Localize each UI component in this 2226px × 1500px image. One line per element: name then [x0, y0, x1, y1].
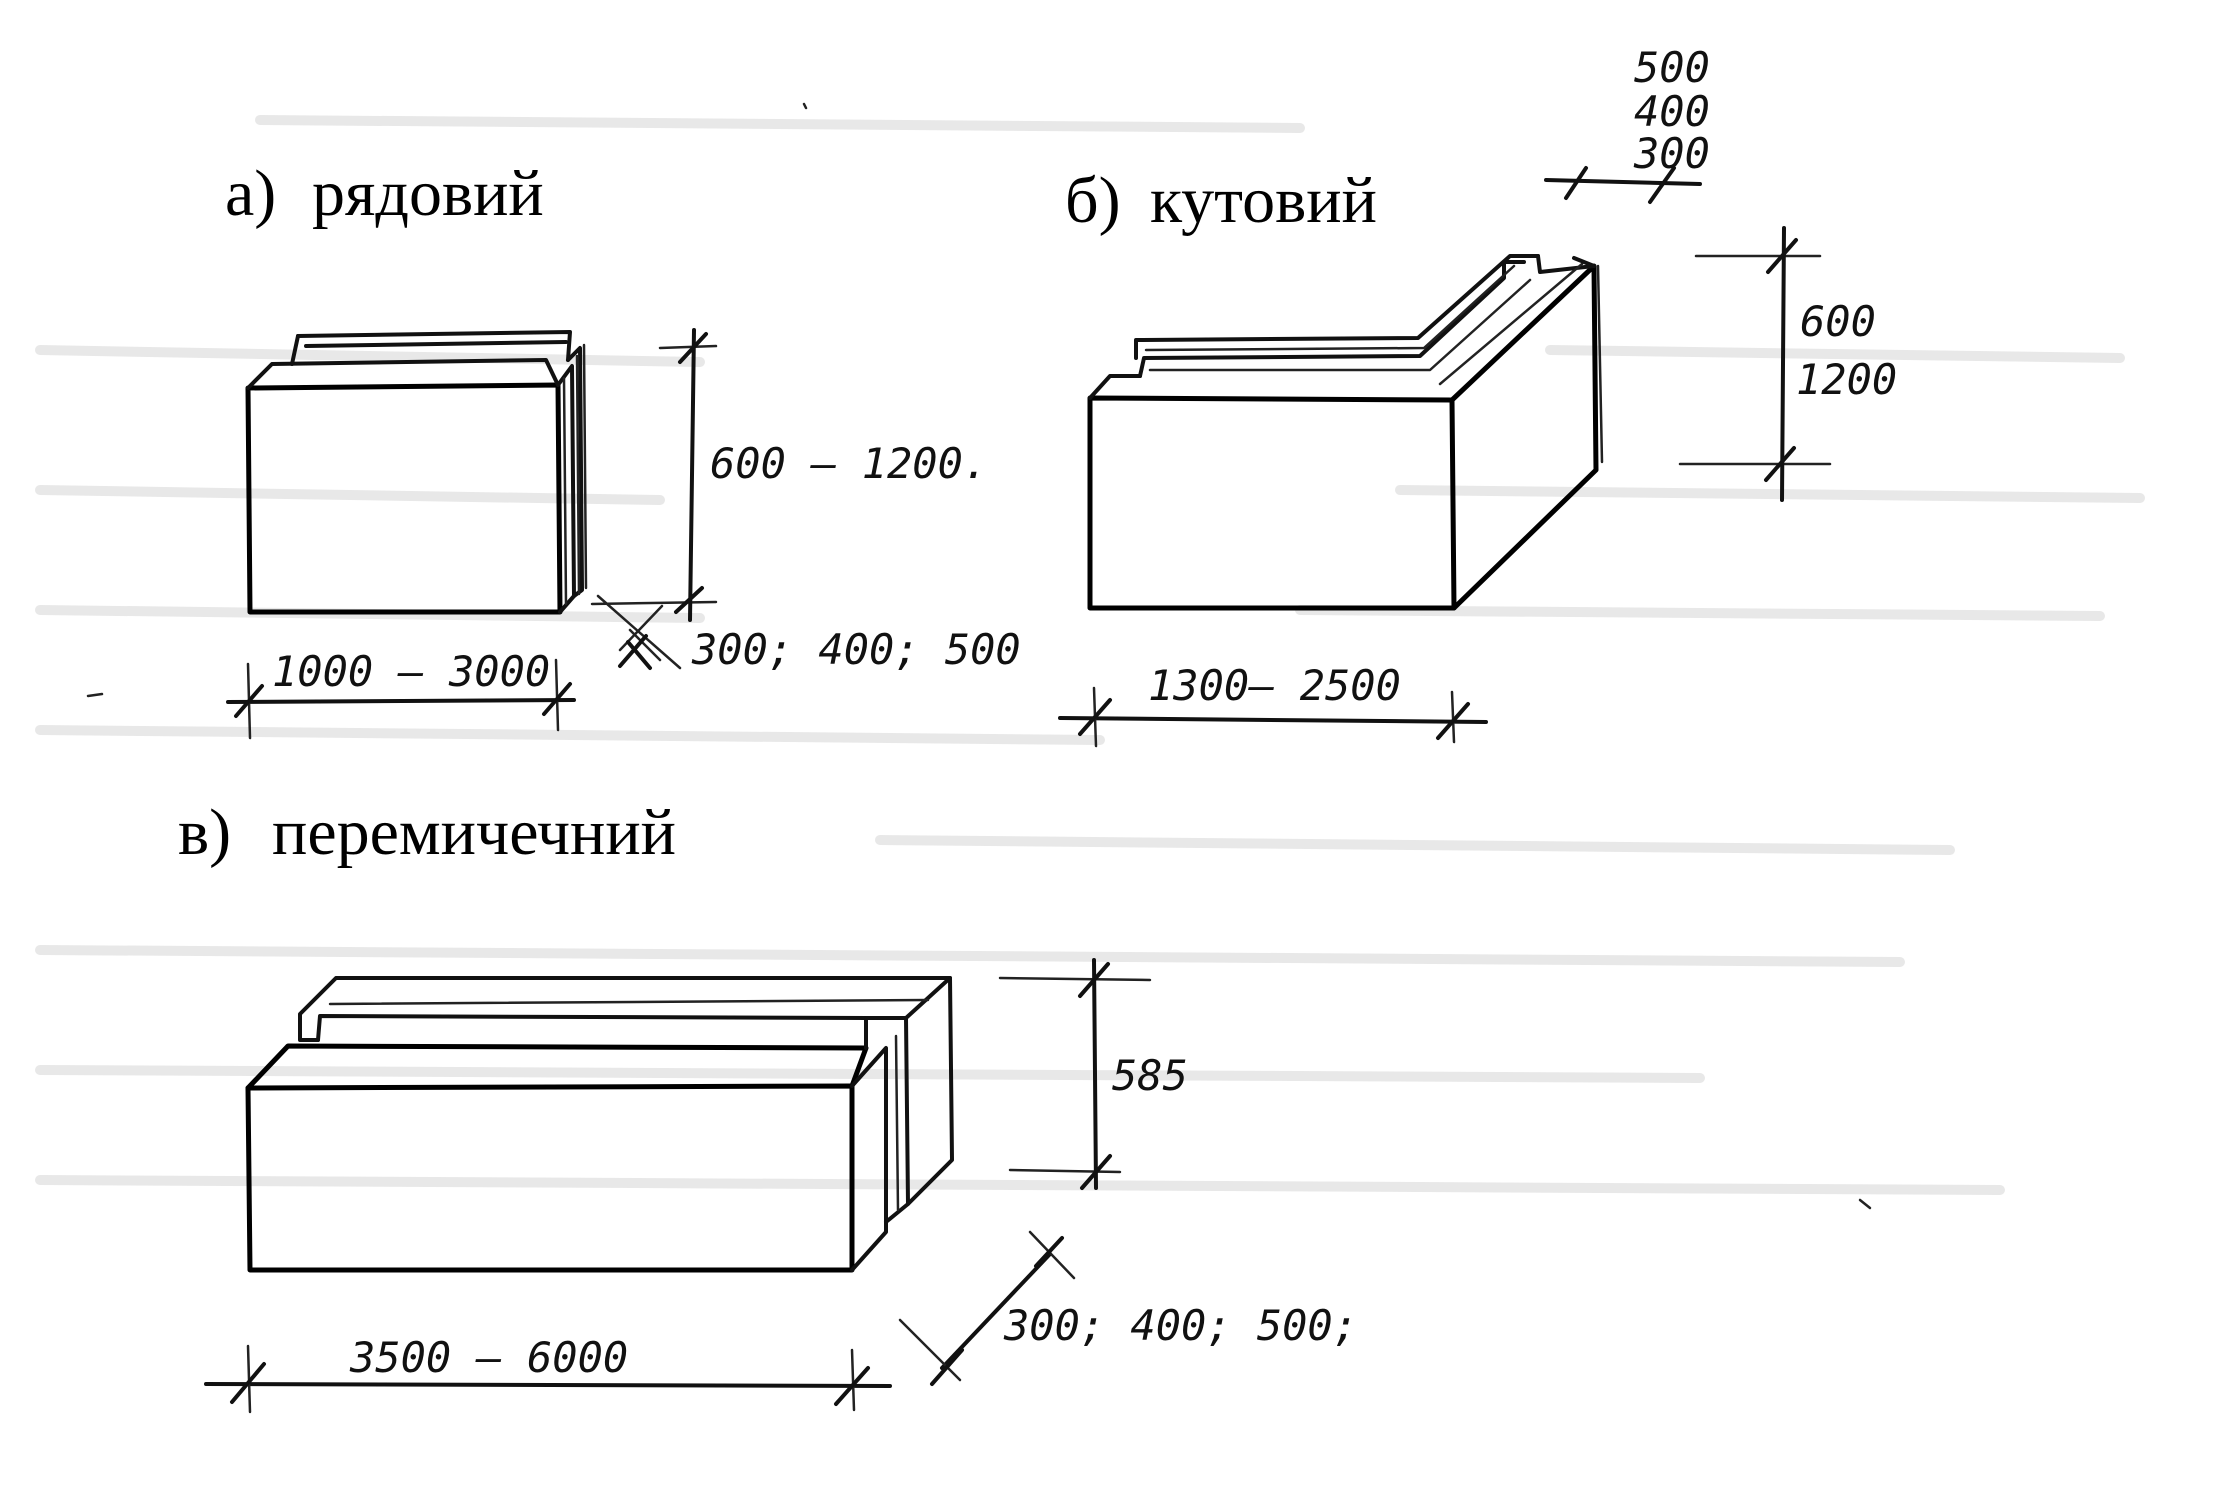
block-b-name: кутовий	[1150, 164, 1377, 237]
block-c-letter: в)	[178, 796, 231, 869]
block-a-name: рядовий	[312, 157, 544, 230]
block-c-height-dimension: 585	[998, 958, 1188, 1190]
block-a-ordinary: а) рядовий 600 – 1200.	[225, 157, 1021, 740]
block-b-width-label-2: 400	[1634, 87, 1710, 136]
block-b-letter: б)	[1065, 164, 1121, 237]
stray-marks	[86, 102, 1872, 1210]
block-b-width-dimension: 500 400 300	[1544, 43, 1710, 204]
block-b-height-label-2: 1200	[1796, 355, 1897, 404]
block-c-thickness-label: 300; 400; 500;	[1003, 1301, 1358, 1350]
block-c-length-dimension: 3500 – 6000	[204, 1333, 892, 1414]
block-a-thickness-dimension: 300; 400; 500	[596, 594, 1021, 674]
block-b-width-label-1: 500	[1634, 43, 1710, 92]
block-b-length-dimension: 1300– 2500	[1058, 661, 1488, 748]
block-c-lintel: в) перемичечний 585	[178, 796, 1358, 1414]
block-c-drawing	[245, 976, 954, 1273]
block-c-name: перемичечний	[272, 796, 676, 869]
block-b-height-label-1: 600	[1800, 297, 1876, 346]
block-b-drawing	[1087, 254, 1604, 611]
block-c-length-label: 3500 – 6000	[349, 1333, 628, 1382]
block-a-letter: а)	[225, 157, 276, 230]
block-a-height-label: 600 – 1200.	[710, 439, 988, 488]
block-a-thickness-label: 300; 400; 500	[691, 625, 1021, 674]
block-a-height-dimension: 600 – 1200.	[590, 328, 988, 622]
block-a-drawing	[245, 330, 588, 615]
block-c-height-label: 585	[1112, 1051, 1188, 1100]
block-a-length-dimension: 1000 – 3000	[226, 647, 576, 740]
block-b-corner: б) кутовий 500 400 300	[1058, 43, 1897, 748]
block-a-length-label: 1000 – 3000	[272, 647, 550, 696]
block-b-length-label: 1300– 2500	[1148, 661, 1401, 710]
block-b-height-dimension: 600 1200	[1678, 226, 1897, 502]
block-b-width-label-3: 300	[1633, 129, 1710, 178]
block-c-thickness-dimension: 300; 400; 500;	[898, 1230, 1358, 1386]
